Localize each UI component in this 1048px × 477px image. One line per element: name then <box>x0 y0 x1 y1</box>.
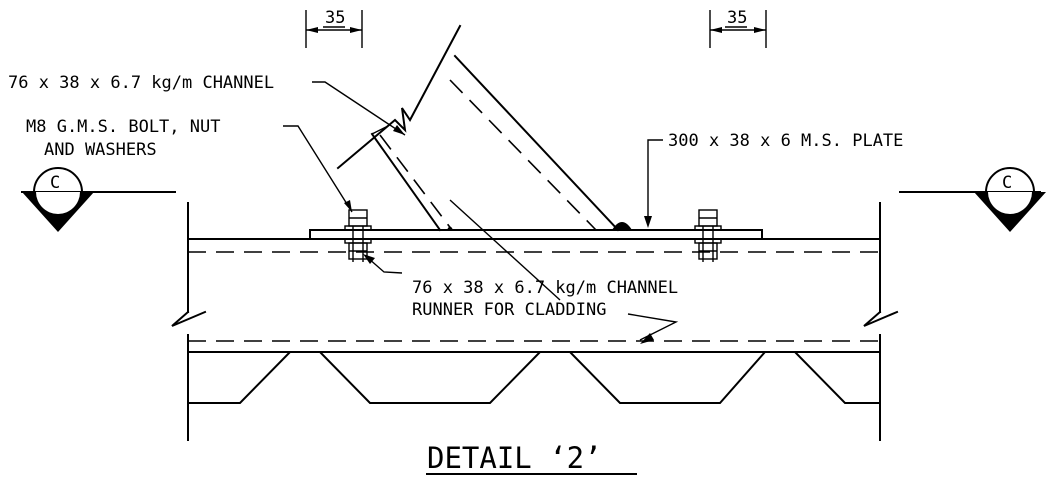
ms-plate <box>309 222 763 240</box>
label-runner-line1: 76 x 38 x 6.7 kg/m CHANNEL <box>412 278 678 298</box>
label-brace-channel: 76 x 38 x 6.7 kg/m CHANNEL <box>8 73 274 93</box>
label-runner-line2: RUNNER FOR CLADDING <box>412 300 606 320</box>
detail-title-text: DETAIL ‘2’ <box>427 441 602 475</box>
dimension-right: 35 <box>709 8 767 48</box>
label-bolt-line1: M8 G.M.S. BOLT, NUT <box>26 117 220 137</box>
bolt-right <box>694 209 722 262</box>
section-mark-left: C <box>21 167 176 232</box>
section-mark-right-label: C <box>1002 173 1012 193</box>
bolt-left <box>344 209 372 262</box>
cladding-profile <box>187 351 881 404</box>
detail-title: DETAIL ‘2’ <box>426 441 637 475</box>
section-mark-right: C <box>899 167 1046 232</box>
label-bolt-line2: AND WASHERS <box>44 140 157 160</box>
dimension-right-value: 35 <box>727 8 747 28</box>
dimension-left: 35 <box>305 8 363 48</box>
leader-lines <box>283 81 679 344</box>
label-plate: 300 x 38 x 6 M.S. PLATE <box>668 131 903 151</box>
section-mark-left-label: C <box>50 173 60 193</box>
brace-channel <box>336 24 620 232</box>
dimension-left-value: 35 <box>325 8 345 28</box>
